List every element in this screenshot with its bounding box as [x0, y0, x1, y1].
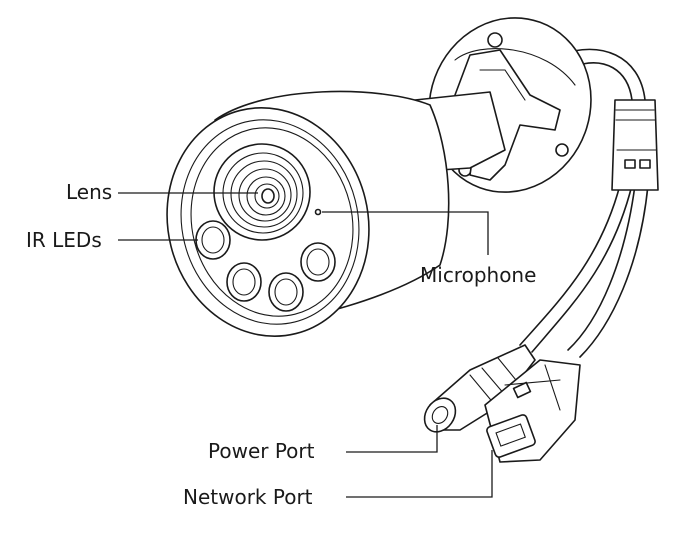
- power-port-label: Power Port: [208, 439, 315, 463]
- microphone-label: Microphone: [420, 263, 537, 287]
- power-port-leader: [346, 425, 438, 453]
- network-port-leader: [346, 450, 493, 498]
- network-connector: [484, 359, 581, 463]
- network-port-label: Network Port: [183, 485, 313, 509]
- leader-lines: [118, 192, 493, 498]
- cable-sleeve: [611, 99, 659, 191]
- microphone-leader: [322, 211, 489, 255]
- ir-leds-label: IR LEDs: [26, 228, 102, 252]
- lens-label: Lens: [66, 180, 113, 204]
- lens-assembly: [213, 143, 311, 241]
- microphone-hole: [314, 208, 322, 216]
- ir-leds: [195, 220, 336, 312]
